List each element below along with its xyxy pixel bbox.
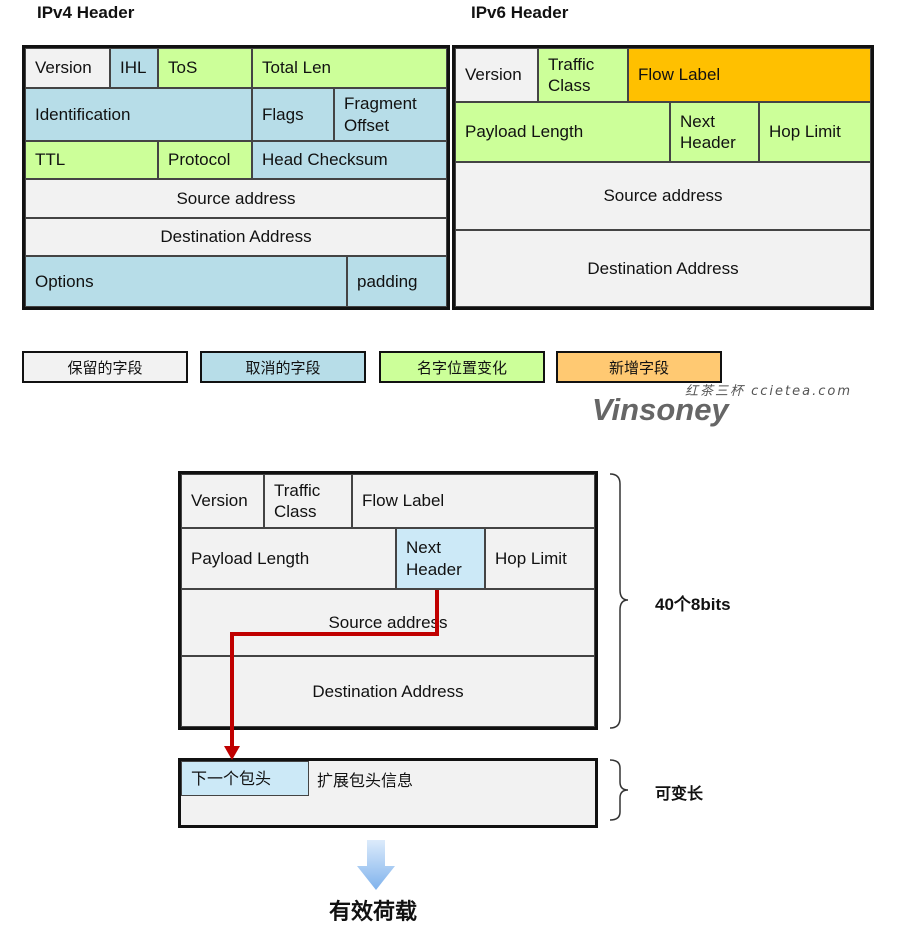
lower-source-address-field: Source address (181, 589, 595, 656)
legend-removed: 取消的字段 (200, 351, 366, 383)
lower-flow-label-field: Flow Label (352, 474, 595, 528)
lower-ipv6-header-table: Version Traffic Class Flow Label Payload… (178, 471, 598, 730)
ipv4-padding-field: padding (347, 256, 447, 307)
extension-header-box: 下一个包头 扩展包头信息 (178, 758, 598, 828)
ipv4-flags-field: Flags (252, 88, 334, 141)
ipv4-version-field: Version (25, 48, 110, 88)
lower-next-header-field: Next Header (396, 528, 485, 589)
header-size-label: 40个8bits (655, 595, 731, 614)
ipv6-hop-limit-field: Hop Limit (759, 102, 871, 162)
ipv4-head-checksum-field: Head Checksum (252, 141, 447, 179)
size-braces (609, 473, 629, 821)
ipv6-title: IPv6 Header (471, 3, 569, 22)
extension-info-label: 扩展包头信息 (317, 771, 414, 790)
extension-next-header-field: 下一个包头 (181, 761, 309, 796)
ipv4-header-table: Version IHL ToS Total Len Identification… (22, 45, 450, 310)
ipv4-ihl-field: IHL (110, 48, 158, 88)
ipv6-header-table: Version Traffic Class Flow Label Payload… (452, 45, 874, 310)
extension-size-label: 可变长 (655, 784, 704, 803)
lower-hop-limit-field: Hop Limit (485, 528, 595, 589)
ipv6-payload-length-field: Payload Length (455, 102, 670, 162)
header-size-brace (609, 473, 629, 729)
ipv4-total-len-field: Total Len (252, 48, 447, 88)
ipv6-version-field: Version (455, 48, 538, 102)
ipv4-destination-address-field: Destination Address (25, 218, 447, 256)
extension-size-brace (609, 759, 629, 821)
ipv4-source-address-field: Source address (25, 179, 447, 218)
ipv6-destination-address-field: Destination Address (455, 230, 871, 307)
ipv4-tos-field: ToS (158, 48, 252, 88)
down-arrow-icon (357, 840, 395, 890)
ipv4-title: IPv4 Header (37, 3, 135, 22)
ipv4-ttl-field: TTL (25, 141, 158, 179)
ipv6-traffic-class-field: Traffic Class (538, 48, 628, 102)
ipv6-source-address-field: Source address (455, 162, 871, 230)
ipv6-next-header-field: Next Header (670, 102, 759, 162)
legend-kept: 保留的字段 (22, 351, 188, 383)
legend-renamed: 名字位置变化 (379, 351, 545, 383)
lower-traffic-class-field: Traffic Class (264, 474, 352, 528)
ipv4-protocol-field: Protocol (158, 141, 252, 179)
watermark-site: 红茶三杯 ccietea.com (685, 384, 852, 399)
watermark-brand: Vinsoney (592, 392, 729, 427)
lower-payload-length-field: Payload Length (181, 528, 396, 589)
lower-destination-address-field: Destination Address (181, 656, 595, 727)
lower-version-field: Version (181, 474, 264, 528)
legend-added: 新增字段 (556, 351, 722, 383)
ipv4-fragment-offset-field: Fragment Offset (334, 88, 447, 141)
ipv6-flow-label-field: Flow Label (628, 48, 871, 102)
ipv4-options-field: Options (25, 256, 347, 307)
ipv4-identification-field: Identification (25, 88, 252, 141)
payload-label: 有效荷载 (329, 900, 418, 925)
